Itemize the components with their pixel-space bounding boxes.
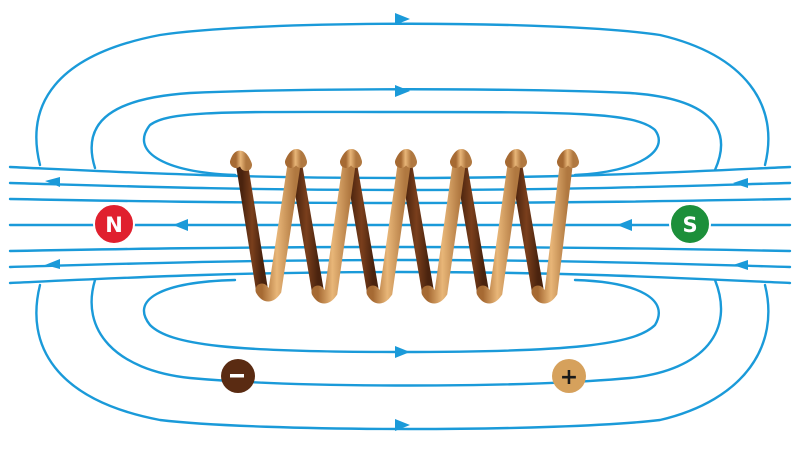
arrow-left-lower bbox=[45, 259, 60, 269]
north-pole-marker: N bbox=[93, 203, 135, 245]
arrow-left-upper bbox=[45, 177, 60, 187]
field-loop-second-bottom bbox=[90, 278, 723, 387]
outer-field-loops bbox=[35, 22, 770, 431]
arrow-bottom-outer bbox=[395, 419, 410, 431]
core-line-5 bbox=[8, 245, 792, 253]
arrow-left-middle bbox=[173, 219, 188, 231]
arrow-right-lower bbox=[733, 260, 748, 270]
coil-top-caps bbox=[230, 149, 579, 171]
solenoid-coil bbox=[230, 149, 579, 377]
field-direction-arrows bbox=[45, 13, 748, 431]
arrow-right-middle bbox=[617, 219, 632, 231]
negative-terminal-symbol bbox=[230, 374, 244, 378]
field-loop-inner-bottom bbox=[142, 278, 660, 354]
field-loop-inner-top bbox=[142, 110, 660, 177]
south-pole-marker: S bbox=[669, 203, 711, 245]
core-line-7 bbox=[8, 270, 792, 285]
arrow-right-upper bbox=[733, 178, 748, 188]
field-loop-second-top bbox=[90, 88, 723, 172]
negative-terminal bbox=[221, 359, 255, 393]
coil-front-windings bbox=[255, 151, 574, 304]
south-pole-label: S bbox=[682, 213, 697, 237]
arrow-top-outer bbox=[395, 13, 410, 25]
coil-back-windings bbox=[236, 152, 544, 298]
positive-terminal-label: + bbox=[560, 365, 578, 390]
arrow-bottom-inner bbox=[395, 346, 410, 358]
positive-terminal: + bbox=[552, 359, 586, 393]
north-pole-label: N bbox=[105, 213, 123, 237]
core-line-6 bbox=[8, 258, 792, 269]
arrow-top-inner bbox=[395, 85, 410, 97]
